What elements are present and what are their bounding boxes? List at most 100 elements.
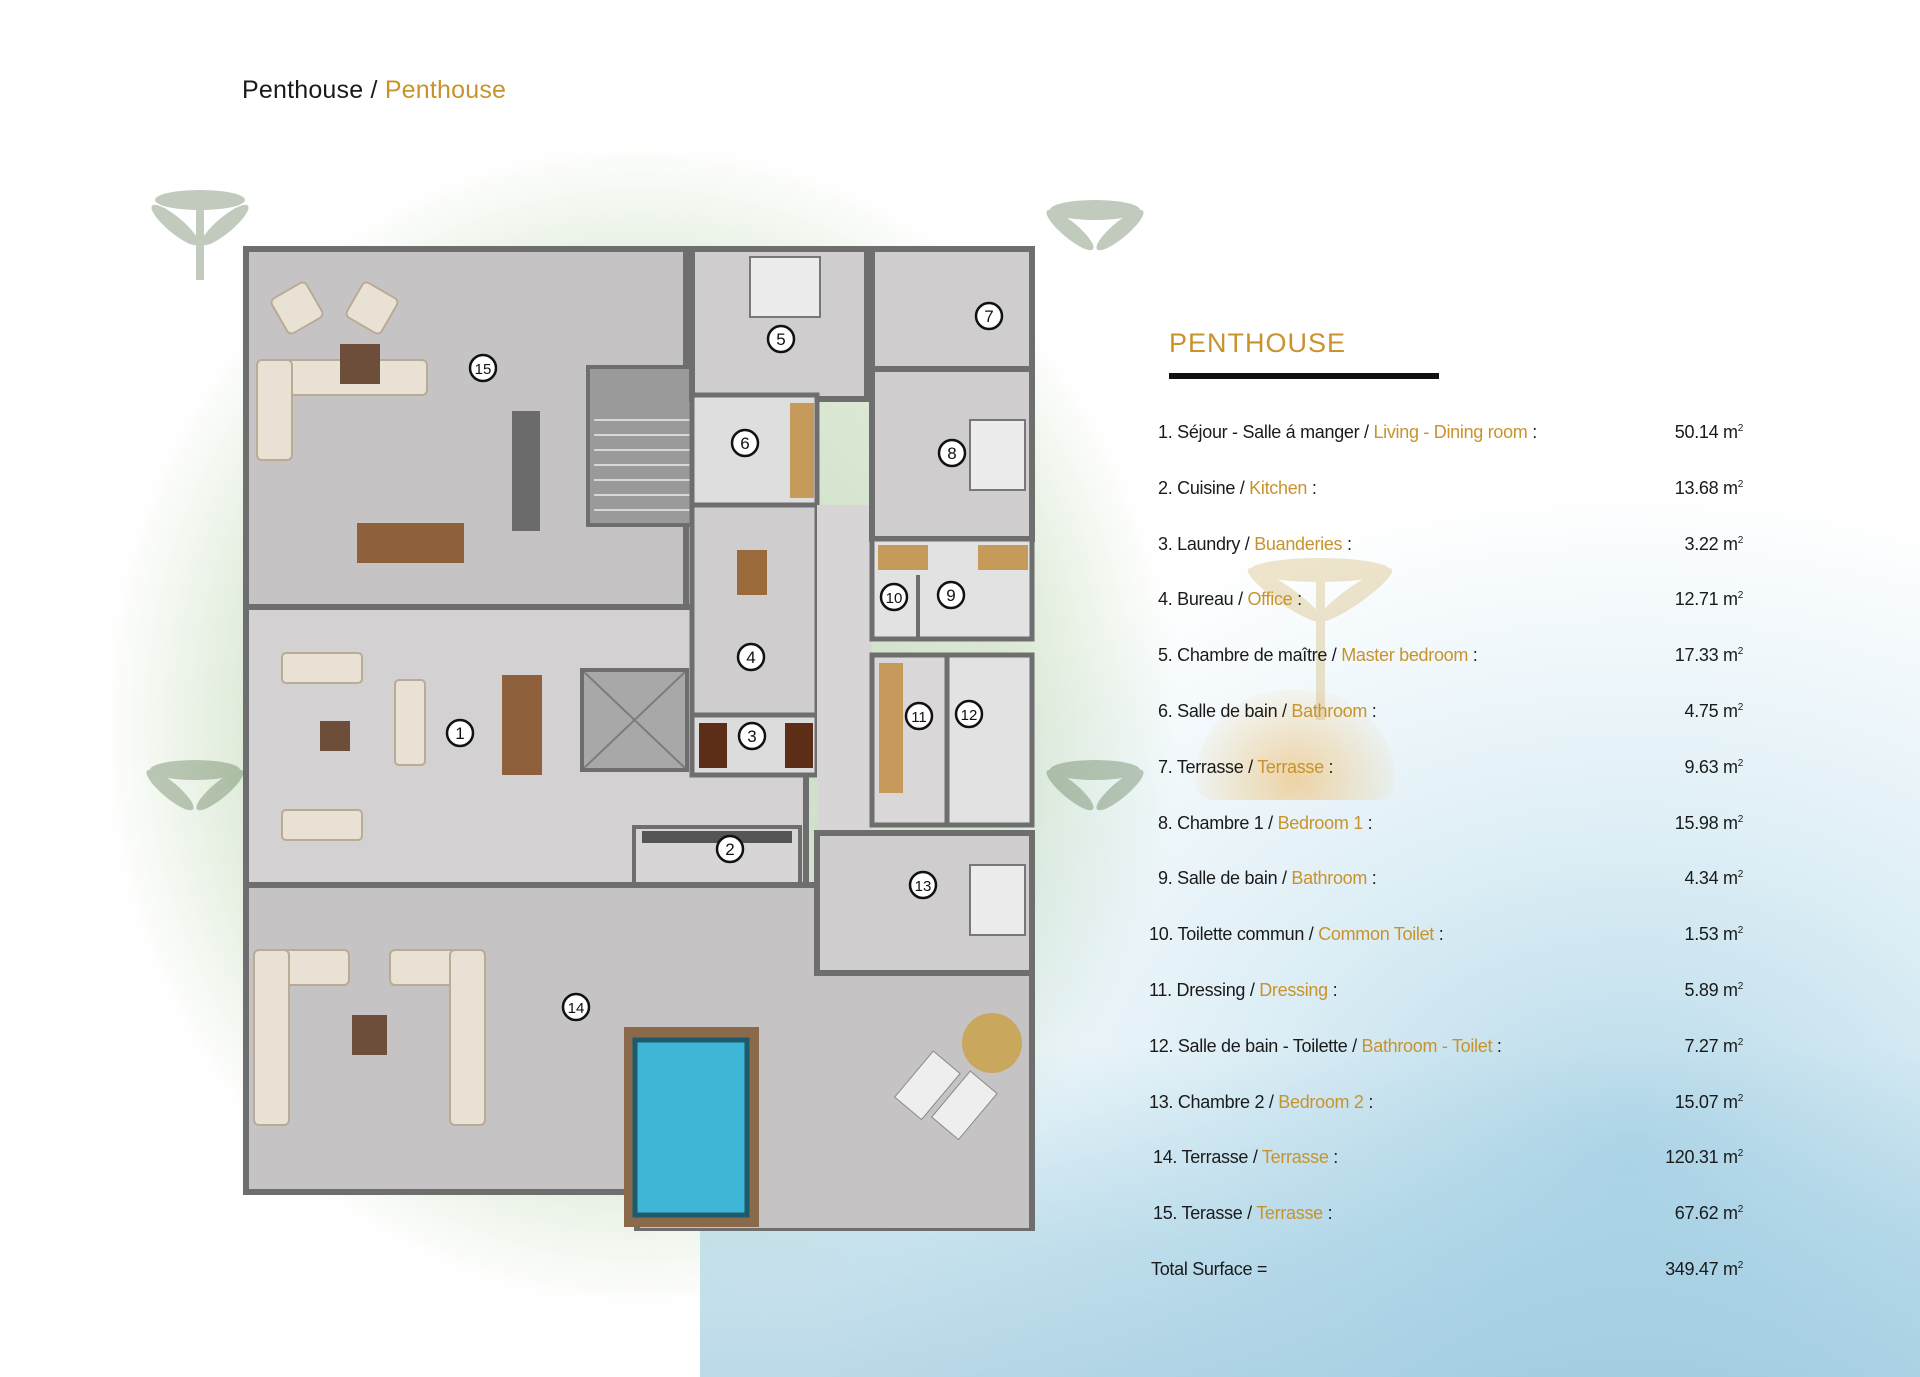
room-name-fr: Terrasse [1176,756,1244,777]
room-marker-5: 5 [766,324,796,354]
area-value: 4.34 m [1684,868,1739,889]
room-marker-label: 8 [947,444,956,463]
room-area: 50.14 m2 [1674,422,1744,443]
total-area-unit-sup: 2 [1737,1259,1744,1271]
room-marker-8: 8 [937,438,967,468]
total-area: 349.47 m2 [1665,1259,1743,1280]
room-number: 8. [1158,812,1173,833]
room-area: 9.63 m2 [1685,757,1744,778]
room-row: 5. Chambre de maître / Master bedroom :1… [1158,645,1744,666]
palm-tree-icon [146,760,244,811]
room-name-en: Bedroom 1 [1277,812,1364,833]
room-area: 17.33 m2 [1674,645,1744,666]
room-row: 6. Salle de bain / Bathroom :4.75 m2 [1158,700,1744,721]
room-name-fr: Dressing [1176,979,1246,1000]
room-marker-4: 4 [736,642,766,672]
area-value: 7.27 m [1684,1035,1739,1056]
room-name-fr: Terasse [1181,1203,1243,1224]
room-area: 120.31 m2 [1665,1147,1743,1168]
area-unit-sup: 2 [1737,646,1744,658]
bathroom-12-floor [944,652,1035,828]
room-name-en: Bedroom 2 [1278,1091,1364,1112]
room-name-en: Master bedroom [1341,645,1469,666]
room-marker-9: 9 [936,580,966,610]
room-marker-label: 15 [475,361,492,378]
room-colon: : [1472,645,1478,666]
bathroom-6-vanity [790,403,814,498]
room-number: 9. [1158,868,1173,889]
room-number: 13. [1149,1091,1174,1112]
room-area: 15.98 m2 [1675,813,1744,834]
room-area: 67.62 m2 [1674,1203,1744,1224]
room-number: 6. [1158,700,1173,721]
dining-table-1 [502,675,542,775]
area-value: 17.33 m [1674,645,1738,666]
area-unit-sup: 2 [1737,925,1744,937]
staircase [586,365,702,527]
room-marker-12: 12 [954,699,984,729]
area-value: 3.22 m [1684,533,1739,554]
room-colon: : [1297,589,1302,610]
area-value: 1.53 m [1684,924,1739,945]
room-name-en: Dressing [1259,979,1328,1000]
room-number: 10. [1149,924,1174,945]
room-marker-13: 13 [908,870,938,900]
room-name-en: Kitchen [1249,477,1308,498]
room-name-fr: Chambre 1 [1177,812,1264,833]
room-area: 13.68 m2 [1674,477,1744,499]
terrace-7-floor [869,246,1035,372]
room-colon: : [1367,812,1373,833]
room-name-en: Living - Dining room [1373,422,1528,442]
area-unit-sup: 2 [1737,701,1744,713]
room-name-fr: Séjour - Salle á manger [1177,422,1360,442]
room-name-en: Bathroom [1291,700,1368,721]
room-area: 4.34 m2 [1685,868,1744,889]
area-value: 5.89 m [1684,979,1739,1000]
room-number: 4. [1158,589,1173,610]
legend-divider [1169,373,1439,379]
room-number: 12. [1149,1035,1174,1056]
area-unit-sup: 2 [1737,534,1744,546]
room-area: 1.53 m2 [1685,924,1744,945]
room-marker-label: 7 [984,307,993,326]
page-title-fr: Penthouse [242,76,364,104]
room-marker-11: 11 [904,701,934,731]
area-value: 67.62 m [1674,1203,1738,1224]
total-label: Total Surface = [1151,1258,1268,1279]
area-value: 50.14 m [1674,422,1738,442]
room-marker-label: 2 [725,840,734,859]
room-row: 13. Chambre 2 / Bedroom 2 :15.07 m2 [1149,1091,1744,1113]
room-name-en: Buanderies [1254,533,1343,554]
dining-table-15 [357,523,464,563]
room-marker-label: 14 [568,1000,585,1017]
palm-tree-icon [1247,558,1393,720]
room-area: 15.07 m2 [1675,1092,1744,1113]
room-marker-label: 5 [776,330,785,349]
room-marker-3: 3 [737,721,767,751]
room-area: 12.71 m2 [1675,589,1744,610]
palm-tree-icon [151,190,249,280]
page-title-en: Penthouse [384,76,507,104]
room-colon: : [1346,533,1352,554]
room-marker-label: 9 [946,586,955,605]
room-name-en: Terrasse [1256,1203,1323,1224]
room-marker-label: 6 [740,434,749,453]
total-area-value: 349.47 m [1665,1258,1738,1279]
area-value: 13.68 m [1674,477,1738,498]
room-marker-label: 11 [911,709,927,726]
room-colon: : [1332,979,1338,1000]
room-name-fr: Toilette commun [1177,924,1305,945]
room-name-fr: Bureau [1177,589,1239,610]
palm-tree-icon [1046,200,1144,251]
room-row: 1. Séjour - Salle á manger / Living - Di… [1158,422,1744,443]
area-unit-sup: 2 [1737,1204,1744,1216]
area-unit-sup: 2 [1737,757,1744,769]
area-unit-sup: 2 [1737,813,1744,825]
room-marker-14: 14 [561,992,591,1022]
room-marker-label: 1 [455,724,464,743]
room-name-fr: Salle de bain - Toilette [1177,1035,1348,1056]
room-name-en: Terrasse [1257,756,1324,777]
room-colon: : [1532,422,1537,442]
